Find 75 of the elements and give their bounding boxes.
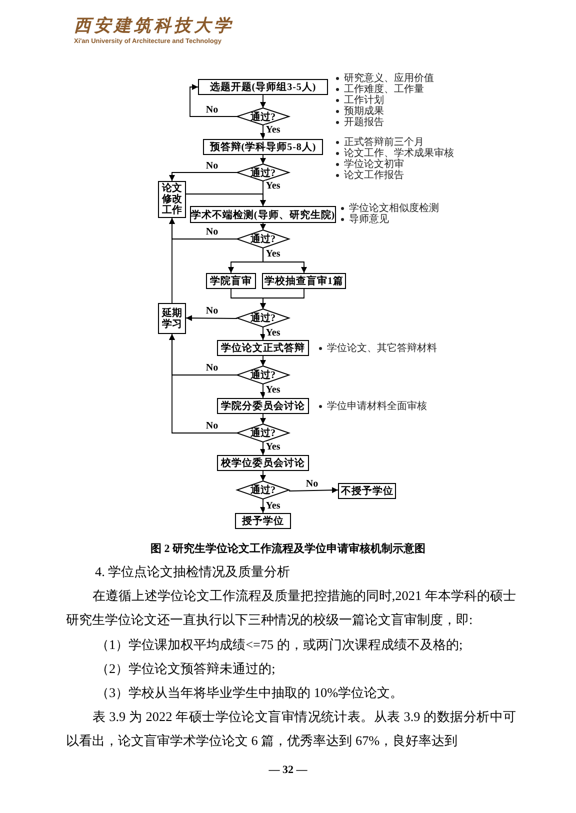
edge-label: No (204, 420, 220, 432)
bullet-note: 预期成果 (335, 106, 434, 117)
bullet-note: 论文工作报告 (335, 170, 454, 181)
edge-label: No (204, 226, 220, 238)
edge-label: No (204, 362, 220, 374)
bullet-note: 导师意见 (340, 214, 439, 225)
list-item: （3）学校从当年将毕业学生中抽取的 10%学位论文。 (96, 684, 404, 702)
list-item: （1）学位课加权平均成绩<=75 的，或两门次课程成绩不及格的; (96, 636, 464, 654)
decision-diamond: 通过? (237, 424, 289, 442)
arrow (169, 334, 238, 434)
edge-label: Yes (264, 124, 282, 136)
bullet-note: 开题报告 (335, 117, 434, 128)
edge-label: Yes (264, 328, 282, 338)
bullet-note: 正式答辩前三个月 (335, 137, 454, 148)
arrow (260, 442, 266, 456)
arrow (260, 94, 266, 108)
decision-diamond: 通过? (237, 481, 289, 499)
process-box: 预答辩(学科导师5-8人) (203, 139, 323, 155)
paragraph: 表 3.9 为 2022 年硕士学位论文盲审情况统计表。从表 3.9 的数据分析中可以看出，论文盲审学术学位论文 6 篇，优秀率达到 67%，良好率达到 (66, 708, 516, 750)
list-item: （2）学位论文预答辩未通过的; (96, 660, 276, 678)
arrow (260, 356, 266, 366)
arrow (260, 470, 266, 482)
bullet-note: 工作计划 (335, 95, 434, 106)
arrow (260, 124, 266, 140)
arrow (186, 194, 266, 206)
bullet-note: 学位论文初审 (335, 159, 454, 170)
decision-diamond: 通过? (237, 164, 289, 181)
edge-label: Yes (264, 248, 282, 260)
bullet-note: 工作难度、工作量 (335, 84, 434, 95)
bullet-note: 学位论文、其它答辩材料 (318, 343, 437, 354)
edge-label: No (304, 478, 320, 490)
arrow (260, 326, 266, 340)
decision-diamond: 通过? (237, 309, 289, 327)
arrow (260, 222, 266, 230)
bullet-note: 学位申请材料全面审核 (318, 401, 427, 412)
process-box: 校学位委员会讨论 (217, 455, 309, 471)
edge-label: No (204, 104, 220, 116)
arrow (190, 84, 238, 117)
bullet-note: 论文工作、学术成果审核 (335, 148, 454, 159)
process-box: 不授予学位 (338, 483, 396, 499)
figure-caption: 图 2 研究生学位论文工作流程及学位申请审核机制示意图 (150, 542, 426, 556)
bullet-note: 研究意义、应用价值 (335, 73, 434, 84)
process-box: 学术不端检测(导师、研究生院) (190, 206, 336, 223)
edge-label: Yes (264, 180, 282, 192)
edge-label: Yes (264, 500, 282, 512)
arrow (288, 487, 338, 494)
arrow (260, 384, 266, 398)
edge-label: Yes (264, 442, 282, 452)
arrow (169, 218, 175, 304)
edge-label: No (204, 306, 220, 316)
university-name: 西安建筑科技大学 (74, 15, 234, 37)
section-heading: 4. 学位点论文抽检情况及质量分析 (95, 563, 292, 581)
arrow (186, 315, 238, 322)
arrow (262, 248, 307, 274)
decision-diamond: 通过? (237, 366, 289, 384)
arrow (260, 414, 266, 424)
process-box: 学院分委员会讨论 (217, 398, 309, 414)
bullet-note: 学位论文相似度检测 (340, 203, 439, 214)
process-box: 论文修改工作 (158, 181, 186, 218)
arrow (260, 498, 266, 514)
edge-label: Yes (264, 384, 282, 396)
process-box: 学位论文正式答辩 (217, 340, 309, 356)
process-box: 学校抽查盲审1篇 (262, 273, 346, 289)
paragraph: 在遵循上述学位论文工作流程及质量把控措施的同时,2021 年本学科的硕士研究生学位论文还一直执行以下三种情况的校级一篇论文盲审制度，即: (66, 587, 516, 629)
process-box: 延期学习 (158, 303, 186, 334)
page-number: — 32 — (268, 764, 308, 776)
decision-diamond: 通过? (237, 108, 289, 125)
decision-diamond: 通过? (237, 230, 289, 248)
arrow (260, 154, 266, 164)
process-box: 选题开题(导师组3-5人) (198, 79, 328, 95)
arrow (169, 172, 238, 182)
edge-label: No (204, 160, 220, 172)
process-box: 授予学位 (235, 513, 291, 529)
process-box: 学院盲审 (206, 273, 256, 289)
arrow (260, 288, 304, 310)
